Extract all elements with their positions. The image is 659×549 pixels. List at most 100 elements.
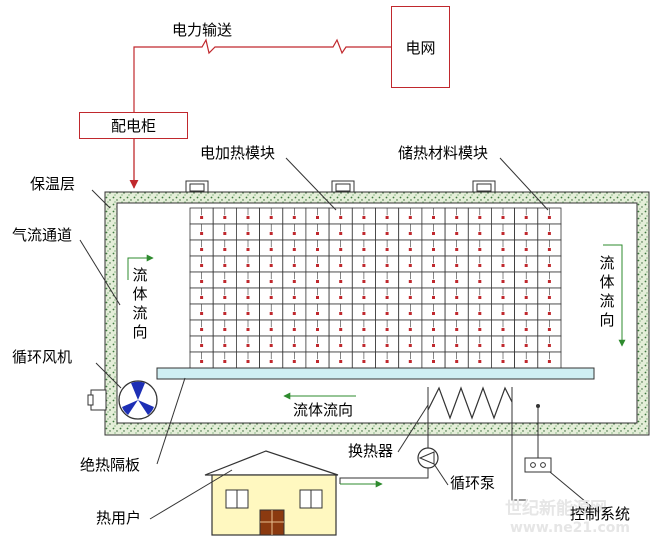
heating-element <box>362 232 366 235</box>
heating-element <box>501 328 505 331</box>
heating-element <box>524 296 528 299</box>
heating-element <box>432 216 435 219</box>
heating-element <box>200 360 204 363</box>
heating-element <box>246 248 250 251</box>
airflow-channel-label: 气流通道 <box>12 226 73 244</box>
heating-element <box>292 344 296 347</box>
lift-handle <box>189 183 205 192</box>
watermark-text: 世纪新能源网 <box>505 499 607 519</box>
heating-element <box>408 344 412 347</box>
heating-element <box>223 344 227 347</box>
heating-element <box>246 312 250 315</box>
insulating-partition-label: 绝热隔板 <box>80 456 141 474</box>
heat-user-label: 热用户 <box>96 509 142 527</box>
heating-element <box>385 248 389 251</box>
heating-element <box>455 216 459 219</box>
heating-element <box>223 232 227 235</box>
heating-element <box>547 344 551 347</box>
distribution-cabinet-box: 配电柜 <box>79 112 188 139</box>
heating-element <box>385 360 389 363</box>
heating-element <box>385 328 389 331</box>
heating-element <box>246 328 250 331</box>
heat-exchanger-label: 换热器 <box>348 442 394 460</box>
heating-element <box>362 216 366 219</box>
heating-element <box>408 248 412 251</box>
heating-element <box>339 280 343 283</box>
heating-element <box>316 312 319 315</box>
fan-mount <box>87 394 94 406</box>
heat-exchanger-coil <box>427 386 513 420</box>
heating-element <box>455 360 459 363</box>
heating-element <box>292 264 296 267</box>
fluid-flow-bottom-label: 流体流向 <box>293 401 354 419</box>
heating-element <box>200 328 204 331</box>
heating-element <box>316 216 319 219</box>
heating-element <box>316 280 319 283</box>
heating-element <box>524 280 528 283</box>
heating-element <box>223 328 227 331</box>
return-pipe <box>511 422 528 501</box>
heating-element <box>455 312 459 315</box>
heating-element <box>339 232 343 235</box>
heating-element <box>524 328 528 331</box>
heating-element <box>223 216 227 219</box>
heating-element <box>292 280 296 283</box>
heating-element <box>246 216 250 219</box>
heating-element <box>432 248 435 251</box>
heating-element <box>455 232 459 235</box>
heating-element <box>478 296 482 299</box>
heating-element <box>292 248 296 251</box>
heating-element <box>455 264 459 267</box>
heating-element <box>223 280 227 283</box>
heating-element <box>455 328 459 331</box>
power-transmission-label: 电力输送 <box>172 21 233 39</box>
heating-element <box>362 312 366 315</box>
heating-element <box>269 344 273 347</box>
heating-element <box>432 328 435 331</box>
heating-element <box>547 280 551 283</box>
heating-element <box>269 280 273 283</box>
heating-element <box>362 360 366 363</box>
heating-element <box>408 216 412 219</box>
heating-element <box>362 248 366 251</box>
heating-element <box>200 312 204 315</box>
heating-element <box>200 216 204 219</box>
heating-element <box>316 360 319 363</box>
heating-element <box>269 232 273 235</box>
heating-element <box>478 248 482 251</box>
heating-element <box>385 280 389 283</box>
insulation-layer-label: 保温层 <box>30 175 76 193</box>
heating-element <box>501 216 505 219</box>
heating-element <box>524 312 528 315</box>
heating-element <box>246 232 250 235</box>
leader-lines <box>79 157 599 520</box>
heating-element <box>547 360 551 363</box>
heating-element <box>339 328 343 331</box>
heating-element <box>200 264 204 267</box>
heating-element <box>501 296 505 299</box>
heating-element <box>547 216 551 219</box>
house-roof <box>204 450 339 476</box>
heating-element <box>408 312 412 315</box>
heating-element <box>547 264 551 267</box>
heating-element <box>292 328 296 331</box>
heating-element <box>478 360 482 363</box>
heating-element <box>362 296 366 299</box>
watermark-url: www.ne21.com <box>510 520 630 536</box>
heating-element <box>362 280 366 283</box>
heating-element <box>246 344 250 347</box>
fluid-flow-right-label: 流体流向 <box>599 254 615 329</box>
grid-box: 电网 <box>391 6 450 88</box>
heating-element <box>269 296 273 299</box>
heating-element <box>455 280 459 283</box>
heating-element <box>269 328 273 331</box>
circulating-pump-label: 循环泵 <box>450 474 496 492</box>
heating-element <box>408 296 412 299</box>
heating-element <box>432 280 435 283</box>
heating-element <box>408 280 412 283</box>
heating-element <box>339 264 343 267</box>
heating-element <box>547 248 551 251</box>
heating-element <box>408 328 412 331</box>
